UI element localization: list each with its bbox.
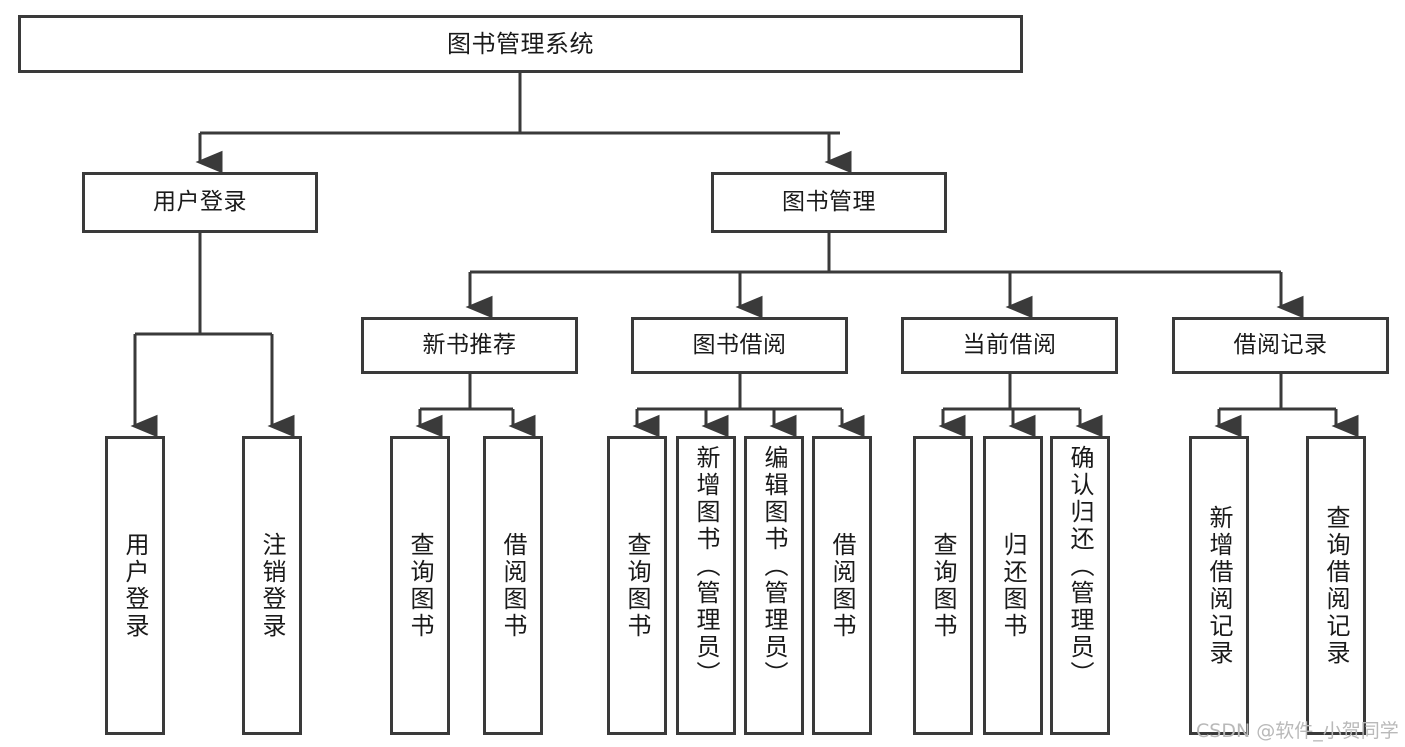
node-leaf-edit-book-label: 编辑图书（管理员） [760,445,788,688]
node-leaf-user-login[interactable]: 用户登录 [105,436,165,735]
node-leaf-query-book-2-label: 查询图书 [623,531,651,640]
node-leaf-add-book-label: 新增图书（管理员） [692,445,720,688]
node-leaf-user-login-label: 用户登录 [121,531,149,640]
node-borrow-record-label: 借阅记录 [1233,331,1328,358]
watermark-text: CSDN @软件_小贺同学 [1196,720,1399,742]
node-leaf-query-book-3[interactable]: 查询图书 [913,436,973,735]
node-leaf-borrow-book-1-label: 借阅图书 [499,531,527,640]
node-book-manage-label: 图书管理 [782,188,876,215]
node-leaf-query-book-3-label: 查询图书 [929,531,957,640]
node-book-manage[interactable]: 图书管理 [711,172,947,233]
node-borrow-record[interactable]: 借阅记录 [1172,317,1389,374]
node-leaf-borrow-book-2[interactable]: 借阅图书 [812,436,872,735]
node-leaf-query-record-label: 查询借阅记录 [1322,504,1350,667]
node-leaf-confirm-return[interactable]: 确认归还（管理员） [1050,436,1110,735]
node-book-borrow[interactable]: 图书借阅 [631,317,848,374]
node-current-borrow[interactable]: 当前借阅 [901,317,1118,374]
node-new-book-rec[interactable]: 新书推荐 [361,317,578,374]
node-leaf-user-logout-label: 注销登录 [258,531,286,640]
node-leaf-add-record-label: 新增借阅记录 [1205,504,1233,667]
node-leaf-borrow-book-2-label: 借阅图书 [828,531,856,640]
node-leaf-confirm-return-label: 确认归还（管理员） [1066,445,1094,688]
node-leaf-query-book-1[interactable]: 查询图书 [390,436,450,735]
node-user-login[interactable]: 用户登录 [82,172,318,233]
node-user-login-label: 用户登录 [153,188,247,215]
node-leaf-add-book[interactable]: 新增图书（管理员） [676,436,736,735]
node-new-book-rec-label: 新书推荐 [422,331,517,358]
node-leaf-borrow-book-1[interactable]: 借阅图书 [483,436,543,735]
node-leaf-add-record[interactable]: 新增借阅记录 [1189,436,1249,735]
node-leaf-query-book-1-label: 查询图书 [406,531,434,640]
node-leaf-user-logout[interactable]: 注销登录 [242,436,302,735]
node-root-label: 图书管理系统 [447,29,594,58]
node-root[interactable]: 图书管理系统 [18,15,1023,73]
node-current-borrow-label: 当前借阅 [962,331,1057,358]
node-leaf-edit-book[interactable]: 编辑图书（管理员） [744,436,804,735]
node-leaf-return-book[interactable]: 归还图书 [983,436,1043,735]
node-book-borrow-label: 图书借阅 [692,331,787,358]
node-leaf-query-book-2[interactable]: 查询图书 [607,436,667,735]
node-leaf-return-book-label: 归还图书 [999,531,1027,640]
node-leaf-query-record[interactable]: 查询借阅记录 [1306,436,1366,735]
